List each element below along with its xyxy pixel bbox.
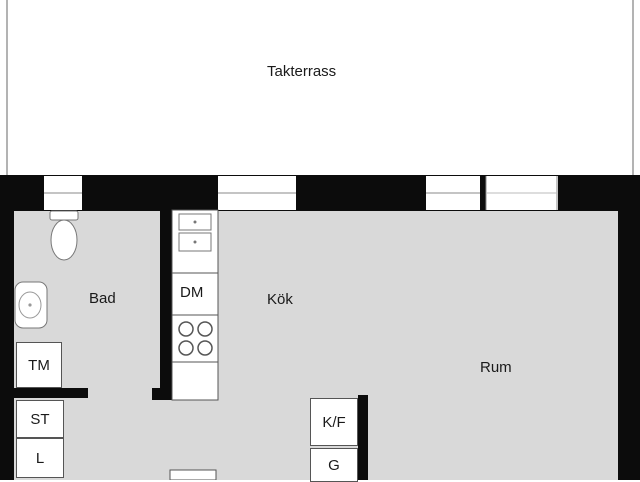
wardrobe-label: G [328,456,340,474]
cleaning-closet-box: ST [16,400,64,438]
washing-machine-label: TM [28,356,50,374]
right-wall [618,175,640,480]
linen-closet-box: L [16,438,64,478]
bath-kitchen-wall [160,208,172,400]
floor-hall [14,392,314,480]
wardrobe-box: G [310,448,358,482]
balcony-door [485,176,558,210]
bath-bottom-wall [14,388,88,398]
terrace-label: Takterrass [267,63,337,80]
linen-closet-label: L [35,449,45,467]
washing-machine-box: TM [16,342,62,388]
fridge-freezer-label: K/F [322,413,346,431]
window-bath [44,176,82,210]
window-room [426,176,480,210]
stove-icon [172,314,218,363]
window-kitchen [218,176,296,210]
bath-label: Bad [89,290,116,307]
terrace-area [6,0,634,176]
toilet-icon [49,210,79,261]
sink-icon [178,213,212,252]
left-wall [0,175,14,480]
bath-bottom-wall-right [152,388,172,400]
lower-counter [169,469,217,480]
room-partition-wall [358,395,368,480]
kitchen-label: Kök [267,291,293,308]
fridge-freezer-box: K/F [310,398,358,446]
dishwasher-label: DM [180,284,204,301]
washbasin-icon [14,281,48,329]
room-label: Rum [480,359,512,376]
cleaning-closet-label: ST [30,410,50,428]
